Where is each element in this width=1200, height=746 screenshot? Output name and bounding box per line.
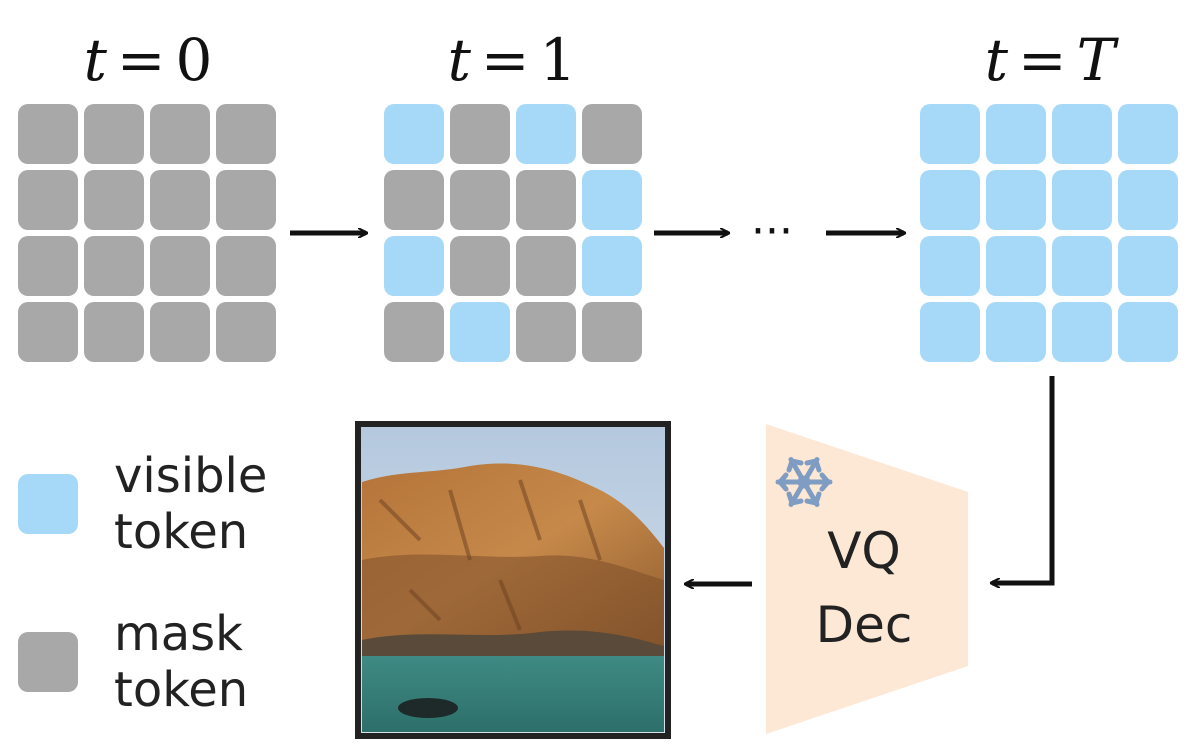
arrow-grid-to-decoder	[992, 376, 1055, 583]
visible-token	[1052, 302, 1112, 362]
legend-mask-label-2: token	[114, 662, 248, 718]
visible-token	[1118, 170, 1178, 230]
visible-token	[1052, 104, 1112, 164]
legend-mask-label-1: mask	[114, 606, 243, 662]
mask-token	[216, 170, 276, 230]
decoder-label-dec: Dec	[816, 596, 913, 654]
visible-token	[1052, 236, 1112, 296]
mask-token	[18, 236, 78, 296]
mask-token	[450, 170, 510, 230]
visible-token	[920, 302, 980, 362]
token-grid-t0	[18, 104, 276, 362]
visible-token	[582, 170, 642, 230]
mask-token	[150, 170, 210, 230]
mask-token	[384, 302, 444, 362]
visible-token	[1052, 170, 1112, 230]
mask-token	[150, 104, 210, 164]
mask-token	[84, 170, 144, 230]
token-grid-tT	[920, 104, 1178, 362]
snowflake-icon	[775, 457, 833, 507]
mask-token	[516, 302, 576, 362]
visible-token	[1118, 302, 1178, 362]
mask-token	[150, 302, 210, 362]
mask-token	[450, 104, 510, 164]
legend-visible-label-2: token	[114, 504, 248, 560]
mask-token	[216, 104, 276, 164]
mask-token	[216, 236, 276, 296]
token-grid-t1	[384, 104, 642, 362]
mask-token	[18, 170, 78, 230]
visible-token	[986, 302, 1046, 362]
legend-visible-swatch	[18, 474, 78, 534]
mask-token	[582, 302, 642, 362]
mask-token	[516, 236, 576, 296]
mask-token	[150, 236, 210, 296]
mask-token	[450, 236, 510, 296]
visible-token	[920, 104, 980, 164]
generated-image	[355, 421, 671, 739]
visible-token	[1118, 236, 1178, 296]
visible-token	[384, 104, 444, 164]
legend-visible-label-1: visible	[114, 448, 267, 504]
visible-token	[986, 170, 1046, 230]
decoder-label-vq: VQ	[827, 522, 901, 580]
legend-mask-swatch	[18, 632, 78, 692]
visible-token	[920, 236, 980, 296]
mask-token	[516, 170, 576, 230]
visible-token	[920, 170, 980, 230]
mask-token	[384, 170, 444, 230]
visible-token	[582, 236, 642, 296]
mask-token	[84, 236, 144, 296]
step-label-t1: t=1	[448, 26, 577, 94]
mask-token	[84, 104, 144, 164]
mask-token	[18, 302, 78, 362]
step-label-t0: t=0	[84, 26, 213, 94]
visible-token	[986, 104, 1046, 164]
mask-token	[216, 302, 276, 362]
mask-token	[84, 302, 144, 362]
visible-token	[1118, 104, 1178, 164]
step-label-tT: t=T	[985, 26, 1120, 94]
visible-token	[986, 236, 1046, 296]
mask-token	[582, 104, 642, 164]
visible-token	[450, 302, 510, 362]
visible-token	[384, 236, 444, 296]
mask-token	[18, 104, 78, 164]
visible-token	[516, 104, 576, 164]
ellipsis: ···	[751, 206, 793, 257]
